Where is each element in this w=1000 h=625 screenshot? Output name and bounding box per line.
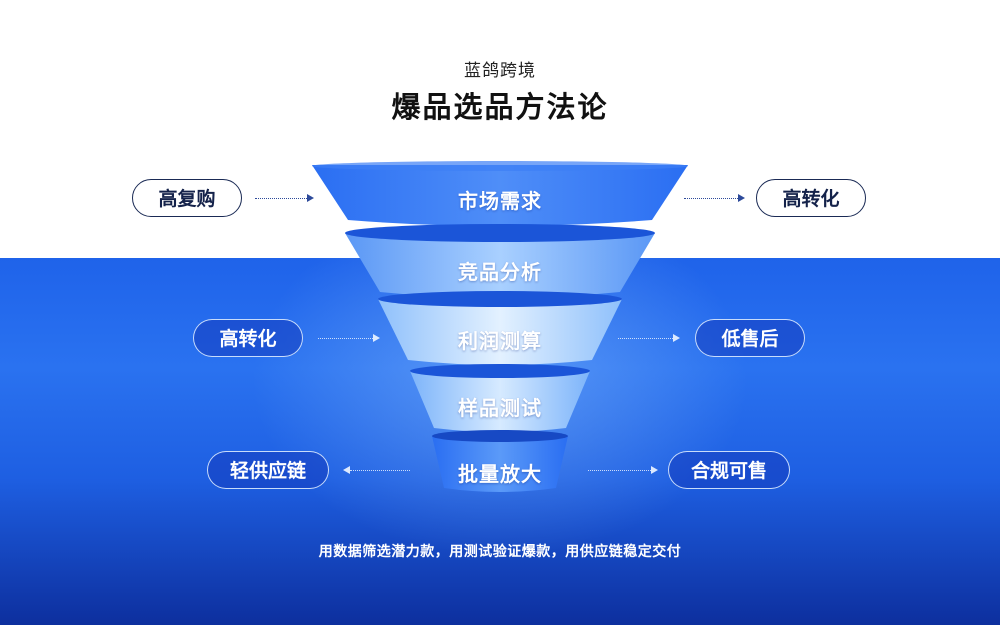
stage-label-3: 利润测算 [458, 329, 542, 353]
brand-name: 蓝鸽跨境 [464, 61, 536, 81]
connector-right-1 [684, 198, 738, 199]
funnel-stage-3 [378, 299, 622, 365]
right-tag-3: 合规可售 [668, 451, 790, 489]
funnel-stage-3-rim [378, 291, 622, 307]
right-tag-1: 高转化 [756, 179, 866, 217]
funnel-stage-5-rim [432, 430, 568, 442]
arrow-right-icon [307, 194, 314, 202]
page-title: 爆品选品方法论 [391, 90, 609, 124]
funnel-stage-2-rim [345, 224, 655, 242]
funnel-stage-2 [345, 233, 655, 298]
funnel-stage-1 [312, 165, 688, 226]
connector-left-3 [350, 470, 410, 471]
left-tag-1: 高复购 [132, 179, 242, 217]
footer-caption: 用数据筛选潜力款，用测试验证爆款，用供应链稳定交付 [318, 544, 682, 560]
stage-label-1: 市场需求 [458, 189, 542, 213]
arrow-left-icon [343, 466, 350, 474]
arrow-right-icon [651, 466, 658, 474]
funnel-stage-4-rim [410, 364, 590, 378]
arrow-right-icon [373, 334, 380, 342]
stage-label-5: 批量放大 [458, 462, 542, 486]
connector-right-2 [618, 338, 673, 339]
left-tag-3: 轻供应链 [207, 451, 329, 489]
connector-left-1 [255, 198, 307, 199]
arrow-right-icon [738, 194, 745, 202]
funnel-stage-5 [432, 436, 568, 492]
funnel-stage-4 [410, 371, 590, 432]
connector-right-3 [588, 470, 651, 471]
left-tag-2: 高转化 [193, 319, 303, 357]
arrow-right-icon [673, 334, 680, 342]
right-tag-2: 低售后 [695, 319, 805, 357]
stage-label-4: 样品测试 [458, 396, 542, 420]
connector-left-2 [318, 338, 373, 339]
stage-label-2: 竞品分析 [458, 260, 542, 284]
